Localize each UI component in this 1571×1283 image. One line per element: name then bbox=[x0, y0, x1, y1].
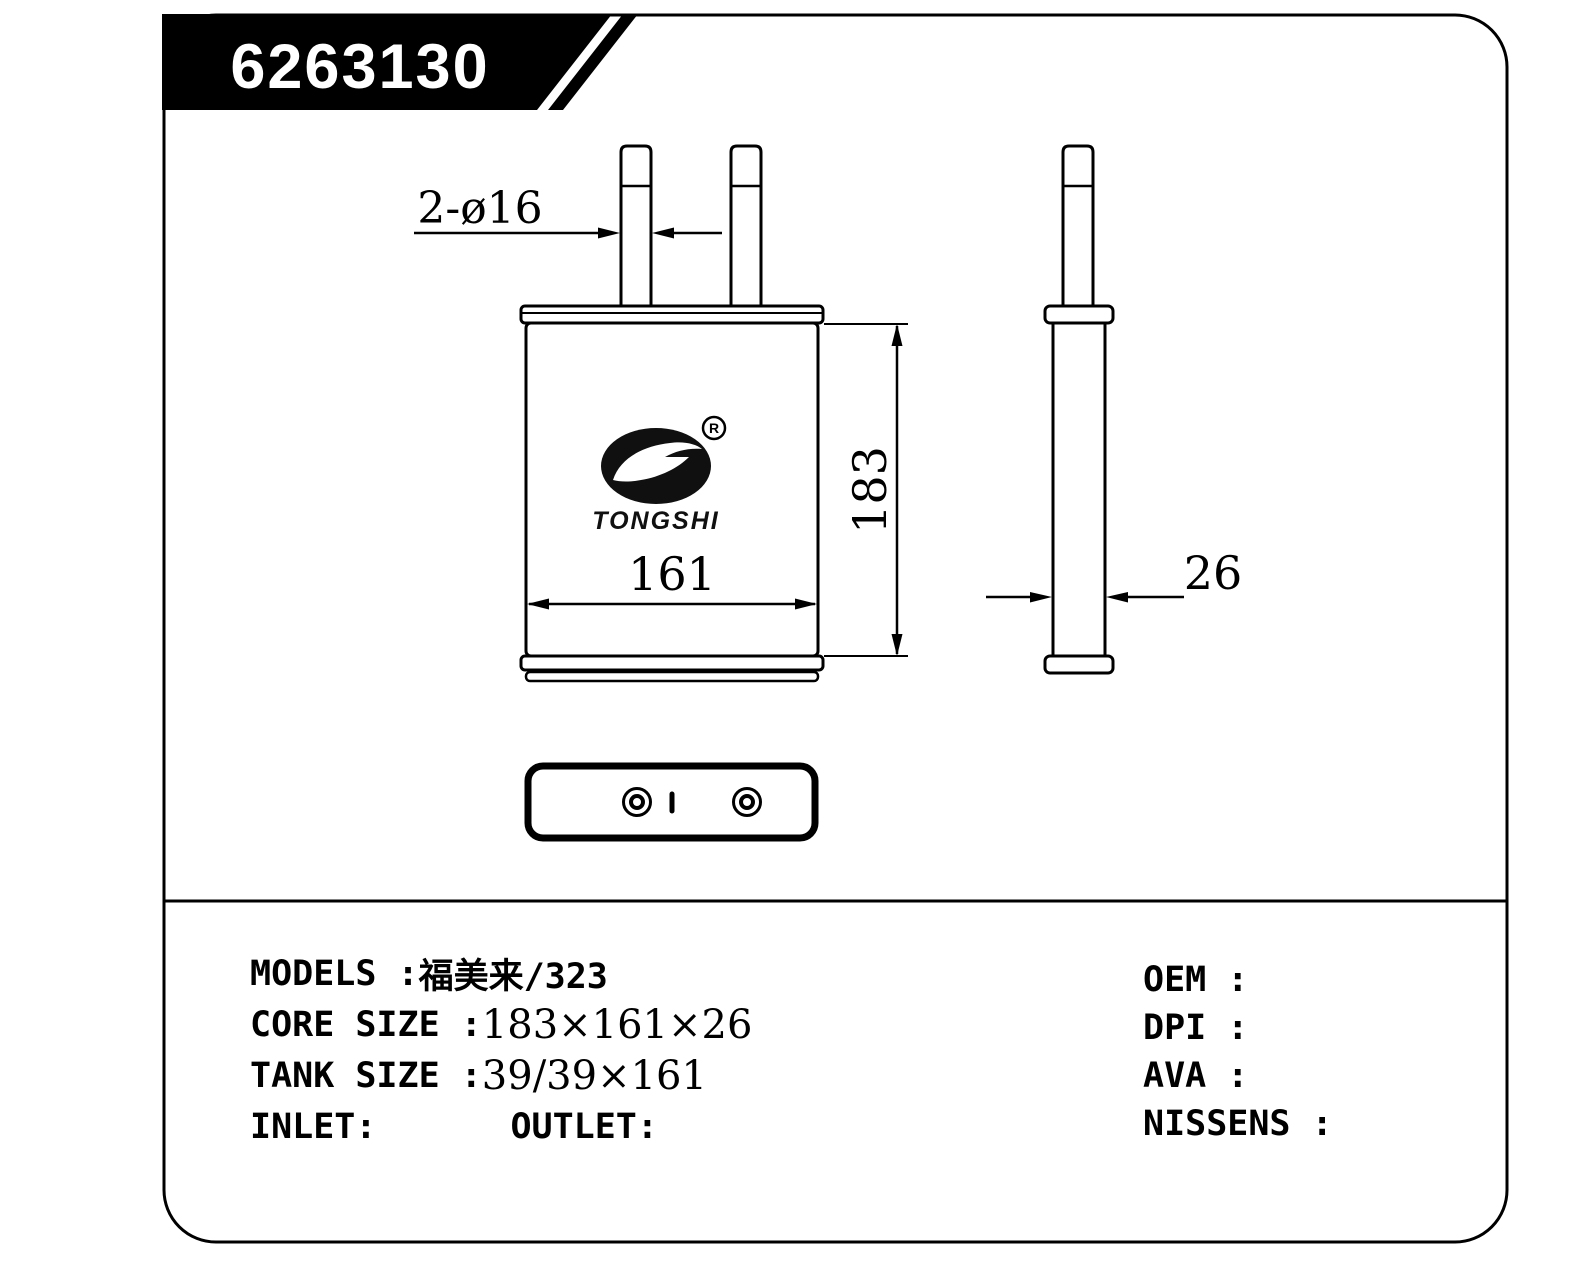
dim-depth-arrow-left bbox=[1030, 592, 1052, 603]
side-body bbox=[1051, 321, 1107, 658]
sheet-border bbox=[162, 13, 1509, 1244]
bracket-hole-left bbox=[622, 787, 652, 817]
part-number-banner: 6263130 bbox=[162, 14, 638, 110]
dim-core-depth: 26 bbox=[986, 546, 1242, 603]
models-label: MODELS : bbox=[250, 953, 419, 994]
dim-core-width-arrow-right bbox=[795, 598, 817, 610]
outlet-label: OUTLET: bbox=[510, 1106, 658, 1147]
bracket-hole-right bbox=[732, 787, 762, 817]
dim-core-width-text: 161 bbox=[628, 547, 716, 601]
bottom-tank bbox=[519, 654, 825, 672]
bottom-plate bbox=[524, 670, 820, 683]
spec-ava: AVA : bbox=[1143, 1052, 1333, 1100]
dim-core-depth-text: 26 bbox=[1184, 546, 1243, 600]
logo: R TONGSHI bbox=[592, 415, 727, 535]
side-pipe bbox=[1061, 144, 1095, 306]
spec-core-size: CORE SIZE :183×161×26 bbox=[250, 999, 752, 1050]
spec-inlet-outlet: INLET: OUTLET: bbox=[250, 1101, 752, 1152]
dim-height-arrow-top bbox=[891, 324, 903, 346]
front-view: R TONGSHI bbox=[519, 144, 825, 683]
logo-brand: TONGSHI bbox=[592, 507, 719, 535]
dim-pipe-arrow-left bbox=[598, 227, 620, 239]
spec-oem: OEM : bbox=[1143, 956, 1333, 1004]
outlet-pipe bbox=[729, 144, 763, 306]
models-value: 福美来/323 bbox=[418, 957, 608, 997]
banner-shape bbox=[162, 14, 612, 110]
spec-dpi: DPI : bbox=[1143, 1004, 1333, 1052]
registered-mark: R bbox=[709, 420, 719, 436]
bracket-hole-left-inner bbox=[629, 794, 645, 810]
side-view bbox=[1043, 144, 1115, 675]
spec-list-right: OEM : DPI : AVA : NISSENS : bbox=[1143, 956, 1333, 1148]
inlet-pipe-outline bbox=[619, 144, 653, 306]
ava-label: AVA : bbox=[1143, 1056, 1249, 1096]
dim-core-height: 183 bbox=[824, 323, 908, 657]
inlet-label: INLET: bbox=[250, 1106, 377, 1147]
side-top-flange bbox=[1043, 304, 1115, 325]
dim-height-arrow-bottom bbox=[891, 634, 903, 656]
dim-pipe-arrow-right bbox=[652, 227, 674, 239]
spec-list-left: MODELS :福美来/323 CORE SIZE :183×161×26 TA… bbox=[250, 948, 752, 1152]
dim-core-height-text: 183 bbox=[843, 446, 897, 534]
dpi-label: DPI : bbox=[1143, 1008, 1249, 1048]
spec-models: MODELS :福美来/323 bbox=[250, 948, 752, 999]
core-size-label: CORE SIZE : bbox=[250, 1004, 482, 1045]
dim-core-width: 161 bbox=[527, 547, 817, 610]
part-number: 6263130 bbox=[230, 32, 489, 102]
side-bottom-flange bbox=[1043, 654, 1115, 675]
dim-depth-arrow-right bbox=[1106, 592, 1128, 603]
oem-label: OEM : bbox=[1143, 960, 1249, 1000]
bracket-hole-right-inner bbox=[739, 794, 755, 810]
dim-pipe-diameter: 2-ø16 bbox=[414, 183, 722, 239]
nissens-label: NISSENS : bbox=[1143, 1104, 1333, 1144]
registered-mark-circle bbox=[701, 415, 727, 441]
banner-stripe bbox=[548, 14, 638, 110]
tank-size-value: 39/39×161 bbox=[481, 1052, 707, 1099]
spec-tank-size: TANK SIZE :39/39×161 bbox=[250, 1050, 752, 1101]
inlet-pipe bbox=[619, 144, 653, 306]
bracket-outline bbox=[524, 762, 819, 842]
spec-nissens: NISSENS : bbox=[1143, 1100, 1333, 1148]
bottom-bracket-view bbox=[524, 762, 819, 842]
core-size-value: 183×161×26 bbox=[481, 1001, 753, 1048]
dim-pipe-diameter-text: 2-ø16 bbox=[417, 183, 542, 234]
outlet-pipe-outline bbox=[729, 144, 763, 306]
tank-size-label: TANK SIZE : bbox=[250, 1055, 482, 1096]
side-pipe-outline bbox=[1061, 144, 1095, 306]
top-tank bbox=[519, 304, 825, 325]
logo-swoosh bbox=[613, 442, 702, 482]
dim-core-width-arrow-left bbox=[527, 598, 549, 610]
